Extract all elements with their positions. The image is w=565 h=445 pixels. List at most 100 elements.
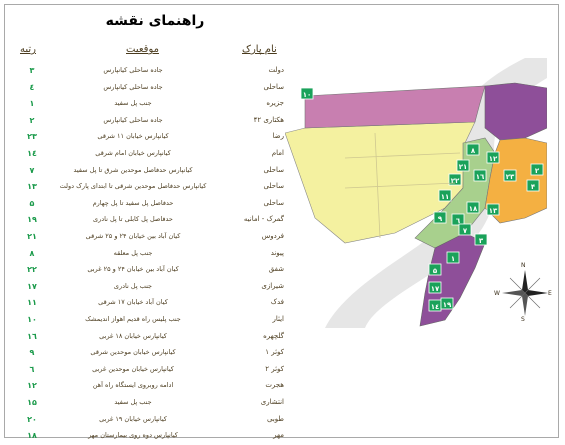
legend-location: کیانپارس خیابان ۱۸ غربی — [99, 331, 167, 340]
park-marker — [446, 251, 460, 264]
park-marker-label: ۲۲ — [451, 177, 460, 185]
park-marker — [466, 201, 480, 214]
legend-park: دولت — [268, 66, 284, 74]
park-marker-label: ۱۱ — [441, 193, 450, 201]
compass-s: S — [521, 316, 525, 323]
legend-row: ۲۳ کیانپارس خیابان ۱۱ شرقی رضا — [0, 129, 300, 146]
park-marker-label: ۲ — [535, 167, 540, 175]
legend-location: کیانپارس خیابان امام شرقی — [95, 149, 171, 157]
park-marker — [530, 163, 544, 176]
legend-park: رضا — [272, 132, 284, 141]
legend-rank: ۱۰ — [27, 315, 37, 324]
park-marker — [440, 297, 454, 310]
legend-rank: ۲۱ — [27, 232, 37, 241]
legend-location: جنب پل سفید — [114, 99, 152, 108]
park-marker — [458, 223, 472, 236]
legend-park: شیرازی — [261, 281, 284, 290]
legend-location: کیانپارس خیابان موحدین شرقی — [90, 348, 176, 357]
park-marker-label: ۱۸ — [469, 205, 478, 213]
legend-location: کیانپارس حدفاصل موحدین شرقی تا ابتدای پا… — [59, 182, 207, 191]
header-rank: رتبه — [20, 44, 36, 55]
park-marker-label: ۳ — [479, 237, 484, 245]
park-marker-label: ۴ — [531, 183, 536, 191]
legend-park: پیوند — [270, 248, 284, 257]
road-lines — [344, 132, 461, 239]
legend-park: ساحلی — [263, 82, 284, 91]
park-marker-label: ۱۰ — [303, 91, 312, 99]
legend-frame — [4, 4, 559, 438]
legend-location: حدفاصل پل سفید تا پل چهارم — [92, 198, 174, 207]
purple-north-district — [484, 82, 547, 141]
legend-location: جنب پل نادری — [113, 281, 153, 290]
park-marker-label: ۱۲ — [489, 155, 498, 163]
park-marker-label: ۱٤ — [431, 303, 440, 311]
legend-rank: ۲۰ — [27, 414, 37, 424]
legend-location: جاده ساحلی کیانپارس — [103, 82, 163, 91]
legend-location: کیان آباد بین خیابان ۲۴ و ۲۵ شرقی — [85, 232, 181, 240]
legend-park: فدک — [270, 298, 284, 307]
legend-park: ساحلی — [263, 198, 284, 207]
compass-n: N — [521, 262, 526, 269]
legend-park: انتشاری — [260, 398, 284, 406]
park-marker — [456, 159, 470, 172]
legend-rank: ۵ — [29, 198, 35, 208]
legend-row: ۸ جنب پل معلقه پیوند — [0, 246, 300, 263]
legend-rank: ۱٤ — [27, 149, 37, 158]
legend-row: ۵ حدفاصل پل سفید تا پل چهارم ساحلی — [0, 196, 300, 213]
legend-rank: ۲۲ — [27, 265, 37, 275]
legend-rank: ۳ — [29, 66, 35, 75]
park-marker-label: ۱ — [451, 255, 455, 263]
legend-location: کیانپارس خیابان ۱۱ شرقی — [97, 132, 169, 141]
park-marker — [438, 189, 452, 202]
legend-rank: ۱۲ — [27, 381, 37, 391]
legend-park: طوبی — [267, 414, 284, 423]
park-marker — [428, 281, 442, 294]
legend-rank: ۸ — [29, 248, 35, 258]
legend-rank: ۹ — [29, 348, 35, 358]
legend-rank: ۲۳ — [27, 132, 37, 142]
compass-e: E — [548, 290, 552, 297]
park-marker-label: ۱٦ — [476, 173, 485, 181]
legend-rank: ۱ — [29, 99, 35, 109]
park-marker — [428, 263, 442, 276]
legend-park: هجرت — [265, 381, 284, 390]
park-marker-label: ۲۳ — [506, 173, 515, 181]
legend-location: کیانپارس خیابان موحدین غربی — [92, 364, 174, 373]
legend-rank: ۱۷ — [27, 281, 37, 291]
legend-row: ۹ کیانپارس خیابان موحدین شرقی کوثر ۱ — [0, 345, 300, 362]
legend-park: فردوس — [261, 232, 284, 240]
park-marker — [474, 233, 488, 246]
legend-park: مهر — [273, 431, 284, 440]
legend-park: شفق — [268, 265, 284, 274]
magenta-district — [304, 85, 486, 129]
park-marker — [448, 173, 462, 186]
legend-park: کوثر ۱ — [265, 348, 284, 357]
legend-rank: ۱٦ — [27, 331, 37, 341]
legend-location: جنب پل معلقه — [113, 248, 153, 257]
park-marker — [466, 143, 480, 156]
legend-rank: ۱۱ — [27, 298, 37, 308]
header-location: موقعیت — [126, 44, 159, 55]
park-marker-label: ۱۷ — [431, 285, 440, 293]
legend-location: جنب پلیس راه قدیم اهواز اندیمشک — [85, 315, 181, 323]
park-marker-label: ۷ — [463, 227, 468, 235]
legend-location: کیان آباد بین خیابان ۲۴ و ۲۵ غربی — [87, 265, 179, 274]
park-marker-label: ۹ — [438, 215, 443, 223]
legend-row: ۲۲ کیان آباد بین خیابان ۲۴ و ۲۵ غربی شفق — [0, 262, 300, 279]
legend-park: ساحلی — [263, 165, 284, 174]
legend-location: جنب پل سفید — [114, 398, 152, 406]
legend-location: حدفاصل پل کابلی تا پل نادری — [93, 215, 173, 224]
legend-location: کیانپارس حدفاصل موحدین شرق تا پل سفید — [73, 165, 193, 174]
park-marker-label: ۲۱ — [459, 163, 468, 171]
